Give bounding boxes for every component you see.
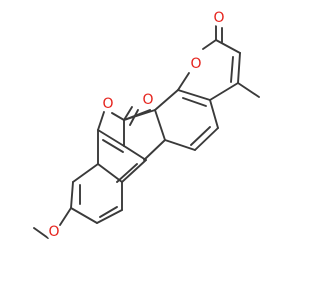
bond [97,129,125,147]
molecule-structure-diagram: O O O O O [33,10,260,240]
carbon-bonds [70,39,260,224]
bond [97,111,105,131]
bond [72,163,99,183]
bond [190,126,211,146]
bond [97,163,123,183]
bond [237,52,241,84]
bond [70,207,98,224]
bond [123,145,147,161]
bond [116,163,138,183]
bond [154,109,166,141]
bond [111,112,125,121]
bond [143,139,166,161]
ketone-oxygen-atom: O [140,92,156,108]
atom-label-o: O [48,224,59,240]
bond [215,39,241,54]
bond [237,82,260,98]
bond [154,89,179,111]
bond [70,181,74,209]
pyran-ring-oxygen-atom: O [188,56,204,72]
bond [129,109,139,126]
bond [121,159,147,183]
lactone-carbonyl-oxygen-atom: O [211,10,227,26]
atom-label-o: O [102,96,113,112]
bond [59,207,72,226]
bond [33,227,49,239]
bond [164,139,196,151]
bond [209,99,219,129]
atom-label-o: O [142,92,153,108]
bond [209,82,239,101]
atom-label-o: O [190,56,201,72]
bond [123,109,151,121]
atom-labels: O O O O O [46,10,227,240]
bond [99,206,118,218]
furan-ring-oxygen-atom: O [100,96,116,112]
bond [177,89,211,101]
bond [177,72,190,91]
bond [202,39,217,50]
methoxy-oxygen-atom: O [46,224,62,240]
atom-label-o: O [213,10,224,26]
bond [102,139,124,153]
bond [182,97,207,107]
bond [96,209,123,224]
bond [230,56,234,83]
bond [123,106,133,121]
oxygen-bonds [33,25,223,239]
bond [194,127,219,151]
